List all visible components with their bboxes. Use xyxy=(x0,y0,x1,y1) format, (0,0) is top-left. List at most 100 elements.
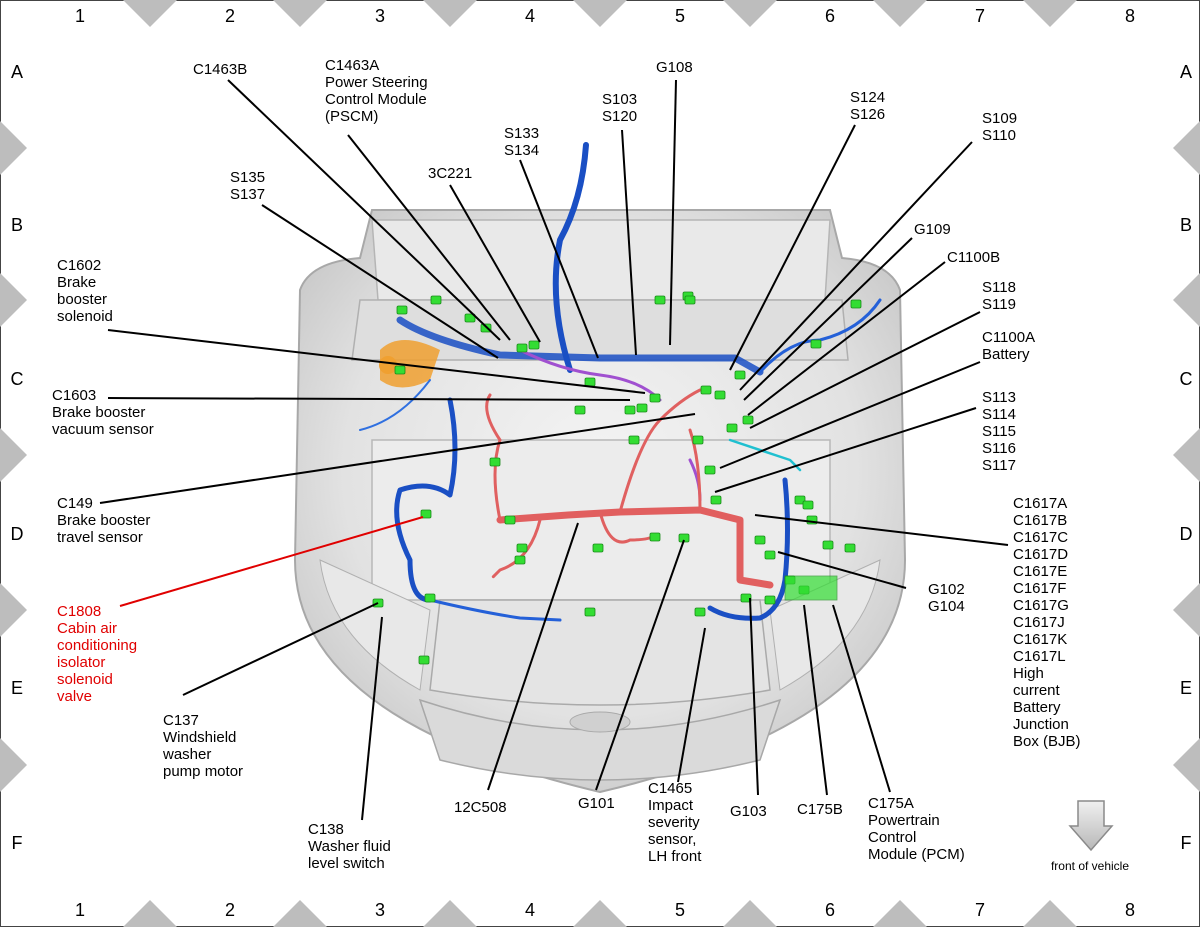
connector-shape xyxy=(489,457,501,467)
callout-3c221: 3C221 xyxy=(428,165,472,182)
callout-line: 3C221 xyxy=(428,165,472,182)
connector-shape xyxy=(734,370,746,380)
connector-shape xyxy=(636,403,648,413)
leader-c1617 xyxy=(754,514,1009,546)
leader-c137 xyxy=(182,602,379,696)
harness-red-branch1 xyxy=(618,388,702,514)
callout-line: S115 xyxy=(982,423,1016,440)
callout-line: Brake booster xyxy=(57,512,150,529)
callout-line: Control Module xyxy=(325,91,427,108)
grid-marker-right xyxy=(1173,428,1200,482)
column-label-4: 4 xyxy=(525,6,535,26)
row-label-E: E xyxy=(11,678,23,698)
callout-line: Windshield xyxy=(163,729,236,746)
callout-line: Powertrain xyxy=(868,812,940,829)
callout-line: S118 xyxy=(982,279,1016,296)
grid-marker-top xyxy=(1023,0,1077,27)
lh-headlamp xyxy=(319,559,431,691)
callout-line: Cabin air xyxy=(57,620,117,637)
connector-shape xyxy=(504,515,516,525)
grid-marker-bottom xyxy=(423,900,477,927)
leader-g103 xyxy=(749,597,759,796)
callout-line: Box (BJB) xyxy=(1013,733,1081,750)
leader-lines xyxy=(99,79,1009,821)
callout-line: S119 xyxy=(982,296,1016,313)
callout-line: C1617G xyxy=(1013,597,1069,614)
connector-shape xyxy=(794,495,806,505)
grid-marker-top xyxy=(873,0,927,27)
connector-shape xyxy=(430,295,442,305)
callout-g103: G103 xyxy=(730,803,767,820)
radiator-support xyxy=(429,599,771,706)
column-label-3: 3 xyxy=(375,6,385,26)
grid-marker-bottom xyxy=(573,900,627,927)
leader-c138 xyxy=(361,616,383,821)
callout-c1463b: C1463B xyxy=(193,61,247,78)
connector-shape xyxy=(764,595,776,605)
connector-shape xyxy=(396,305,408,315)
column-label-6: 6 xyxy=(825,6,835,26)
grid-marker-left xyxy=(0,583,27,637)
callout-line: LH front xyxy=(648,848,702,865)
leader-s113 xyxy=(714,407,977,493)
callout-line: severity xyxy=(648,814,700,831)
column-label-5: 5 xyxy=(675,900,685,920)
leader-12c508 xyxy=(487,522,579,791)
leader-g109 xyxy=(743,237,913,401)
callout-g108: G108 xyxy=(656,59,693,76)
callout-c1100b: C1100B xyxy=(947,249,1000,266)
leader-g102 xyxy=(777,551,907,589)
leader-s135 xyxy=(261,204,499,359)
callout-line: C1617B xyxy=(1013,512,1067,529)
callout-g109: G109 xyxy=(914,221,951,238)
callout-line: C1100A xyxy=(982,329,1035,346)
callout-12c508: 12C508 xyxy=(454,799,507,816)
callout-line: C138 xyxy=(308,821,344,838)
callout-line: solenoid xyxy=(57,671,113,688)
front-of-vehicle-label: front of vehicle xyxy=(1051,859,1129,873)
harness-cyan xyxy=(728,438,802,472)
row-label-F: F xyxy=(12,833,23,853)
leader-c1602 xyxy=(107,329,646,394)
callout-line: Impact xyxy=(648,797,694,814)
grid-marker-bottom xyxy=(723,900,777,927)
grid-marker-right xyxy=(1173,121,1200,175)
harness-red-main xyxy=(496,506,774,589)
battery-junction-box-shape xyxy=(784,575,838,601)
harness-red-branch2 xyxy=(491,518,542,579)
callout-line: booster xyxy=(57,291,107,308)
column-label-1: 1 xyxy=(75,6,85,26)
callout-line: Battery xyxy=(982,346,1030,363)
connector-shape xyxy=(516,343,528,353)
grid-marker-left xyxy=(0,121,27,175)
callout-line: travel sensor xyxy=(57,529,143,546)
callout-line: C1465 xyxy=(648,780,692,797)
row-label-B: B xyxy=(1180,215,1192,235)
grid-marker-top xyxy=(723,0,777,27)
grid-marker-right xyxy=(1173,738,1200,792)
row-label-D: D xyxy=(11,524,24,544)
callout-line: S134 xyxy=(504,142,539,159)
connector-shape xyxy=(584,607,596,617)
callout-line: C1617F xyxy=(1013,580,1066,597)
column-label-6: 6 xyxy=(825,900,835,920)
connector-shape xyxy=(649,532,661,542)
leader-g101 xyxy=(595,539,685,791)
firewall-panel xyxy=(371,219,831,301)
vehicle-front-illustration xyxy=(293,209,907,794)
callout-line: valve xyxy=(57,688,92,705)
callout-line: C1617K xyxy=(1013,631,1067,648)
connector-shape xyxy=(514,555,526,565)
column-label-7: 7 xyxy=(975,6,985,26)
callout-line: S103 xyxy=(602,91,637,108)
leader-s103 xyxy=(621,129,637,356)
leader-c1463a xyxy=(347,134,511,341)
